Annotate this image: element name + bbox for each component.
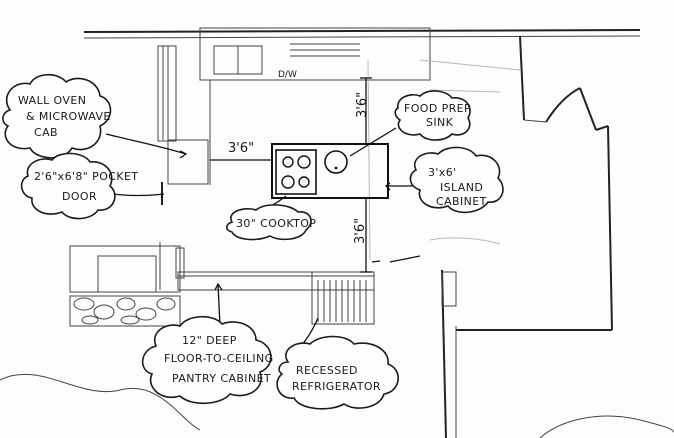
pantry-cabinet-outline (177, 271, 375, 291)
pantry-label-line3: PANTRY CABINET (172, 372, 271, 385)
cooktop-burner-icon (281, 175, 295, 189)
dimension-horizontal: 3'6" (228, 141, 254, 156)
prep-sink-icon (324, 150, 348, 174)
dimension-lines (210, 77, 372, 273)
cooktop-burner-icon (298, 176, 310, 188)
food-prep-sink-label-line2: SINK (426, 116, 454, 129)
refrigerator-outline (311, 271, 375, 325)
callout-cooktop: 30" COOKTOP (225, 204, 316, 241)
pocket-door-label-line1: 2'6"x6'8" POCKET (34, 170, 138, 183)
callout-leaders (105, 127, 414, 351)
pantry-label-line1: 12" DEEP (182, 334, 237, 347)
plan-walls (0, 27, 674, 438)
wall-oven-label-line2: & MICROWAVE (26, 110, 111, 123)
callout-pantry: 12" DEEP FLOOR-TO-CEILING PANTRY CABINET (141, 315, 274, 405)
callout-wall-oven: WALL OVEN & MICROWAVE CAB (2, 73, 112, 159)
island-label-line3: CABINET (436, 195, 487, 208)
cooktop-outline (275, 149, 317, 195)
cooktop-burner-icon (282, 156, 294, 168)
window-symbol (290, 43, 360, 57)
cooktop-label: 30" COOKTOP (236, 217, 316, 230)
island-label-size: 3'x6' (428, 166, 457, 179)
pantry-label-line2: FLOOR-TO-CEILING (164, 352, 274, 365)
refrigerator-hatch (317, 280, 367, 322)
stone-hearth (73, 297, 176, 325)
callout-refrigerator: RECESSED REFRIGERATOR (276, 335, 399, 410)
refrigerator-label-line2: REFRIGERATOR (292, 380, 381, 393)
pocket-door-label-line2: DOOR (62, 190, 97, 203)
refrigerator-label-line1: RECESSED (296, 364, 358, 377)
callout-pocket-door: 2'6"x6'8" POCKET DOOR (20, 152, 138, 220)
cooktop-burner-icon (297, 155, 311, 169)
dishwasher-label: D/W (278, 70, 297, 80)
island-label-line2: ISLAND (440, 181, 483, 194)
dimension-vertical-top: 3'6" (355, 92, 370, 118)
island-cabinet (271, 143, 389, 199)
food-prep-sink-label-line1: FOOD PREP (404, 102, 471, 115)
callout-food-prep-sink: FOOD PREP SINK (394, 90, 471, 141)
callout-island-cabinet: 3'x6' ISLAND CABINET (409, 146, 504, 214)
wall-oven-label-line3: CAB (34, 126, 58, 139)
wall-oven-label-line1: WALL OVEN (18, 94, 86, 107)
dimension-vertical-bottom: 3'6" (353, 218, 368, 244)
